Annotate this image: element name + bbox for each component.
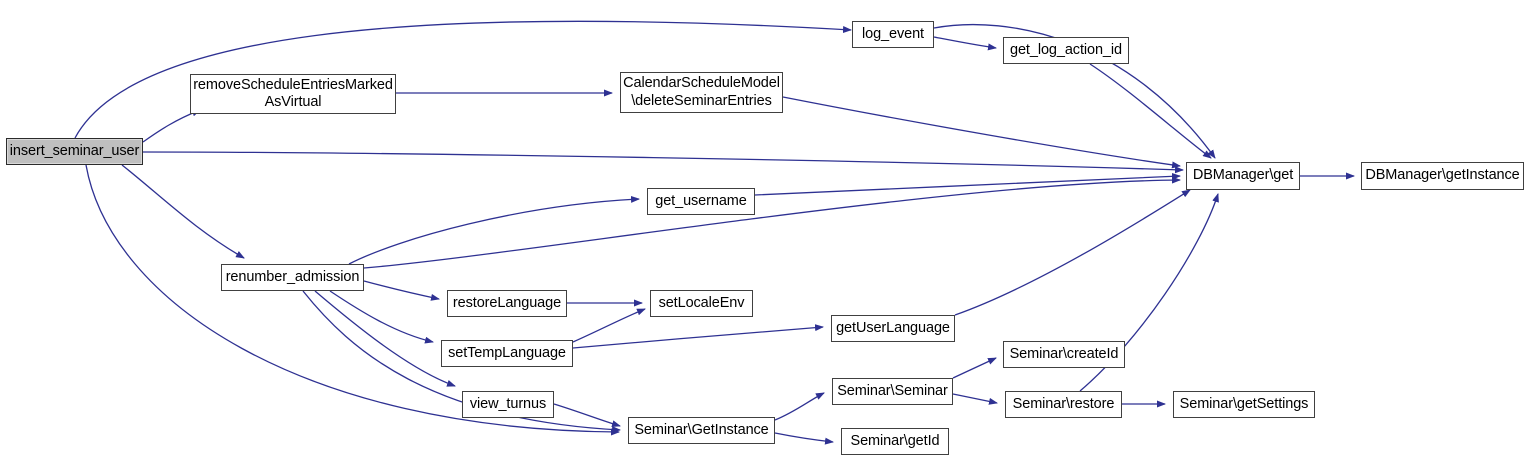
- graph-node-insert_seminar_user[interactable]: insert_seminar_user: [6, 138, 143, 165]
- graph-node-CalendarScheduleModel_deleteSeminarEntries[interactable]: CalendarScheduleModel \deleteSeminarEntr…: [620, 72, 783, 113]
- edge-Seminar_Seminar-to-Seminar_createId: [952, 357, 997, 379]
- edge-log_event-to-get_log_action_id: [933, 36, 997, 51]
- edge-getUserLanguage-to-DBManager_get: [954, 189, 1191, 316]
- graph-node-getUserLanguage[interactable]: getUserLanguage: [831, 315, 955, 342]
- graph-node-Seminar_getId[interactable]: Seminar\getId: [841, 428, 949, 455]
- edge-renumber_admission-to-get_username: [348, 195, 640, 265]
- graph-node-get_log_action_id[interactable]: get_log_action_id: [1003, 37, 1129, 64]
- edge-renumber_admission-to-restoreLanguage: [363, 280, 440, 301]
- edge-renumber_admission-to-setTempLanguage: [329, 290, 434, 344]
- graph-node-Seminar_createId[interactable]: Seminar\createId: [1003, 341, 1125, 368]
- graph-node-log_event[interactable]: log_event: [852, 21, 934, 48]
- graph-node-setLocaleEnv[interactable]: setLocaleEnv: [650, 290, 753, 317]
- edge-get_username-to-DBManager_get: [754, 172, 1181, 196]
- edge-Seminar_Seminar-to-Seminar_restore: [952, 393, 998, 405]
- graph-node-restoreLanguage[interactable]: restoreLanguage: [447, 290, 567, 317]
- graph-node-renumber_admission[interactable]: renumber_admission: [221, 264, 364, 291]
- graph-node-Seminar_Seminar[interactable]: Seminar\Seminar: [832, 378, 953, 405]
- graph-node-DBManager_get[interactable]: DBManager\get: [1186, 162, 1300, 190]
- edge-Seminar_GetInstance-to-Seminar_Seminar: [774, 392, 825, 421]
- graph-node-removeScheduleEntriesMarkedAsVirtual[interactable]: removeScheduleEntriesMarked AsVirtual: [190, 74, 396, 114]
- graph-node-Seminar_GetInstance[interactable]: Seminar\GetInstance: [628, 417, 775, 444]
- graph-node-DBManager_getInstance[interactable]: DBManager\getInstance: [1361, 162, 1524, 190]
- edge-view_turnus-to-Seminar_GetInstance: [553, 403, 621, 428]
- graph-node-get_username[interactable]: get_username: [647, 188, 755, 215]
- edge-renumber_admission-to-DBManager_get: [363, 176, 1181, 269]
- graph-node-Seminar_restore[interactable]: Seminar\restore: [1005, 391, 1122, 418]
- edge-CalendarScheduleModel_deleteSeminarEntries-to-DBManager_get: [782, 96, 1181, 169]
- edge-insert_seminar_user-to-removeScheduleEntriesMarkedAsVirtual: [142, 109, 201, 143]
- edge-insert_seminar_user-to-renumber_admission: [121, 164, 245, 259]
- edge-setTempLanguage-to-setLocaleEnv: [572, 308, 646, 343]
- graph-node-view_turnus[interactable]: view_turnus: [462, 391, 554, 418]
- edge-insert_seminar_user-to-DBManager_get: [142, 151, 1184, 174]
- edge-setTempLanguage-to-getUserLanguage: [572, 324, 824, 349]
- graph-node-Seminar_getSettings[interactable]: Seminar\getSettings: [1173, 391, 1315, 418]
- edge-Seminar_GetInstance-to-Seminar_getId: [774, 432, 834, 445]
- graph-node-setTempLanguage[interactable]: setTempLanguage: [441, 340, 573, 367]
- edge-get_log_action_id-to-DBManager_get: [1089, 63, 1212, 159]
- edge-renumber_admission-to-view_turnus: [314, 290, 456, 387]
